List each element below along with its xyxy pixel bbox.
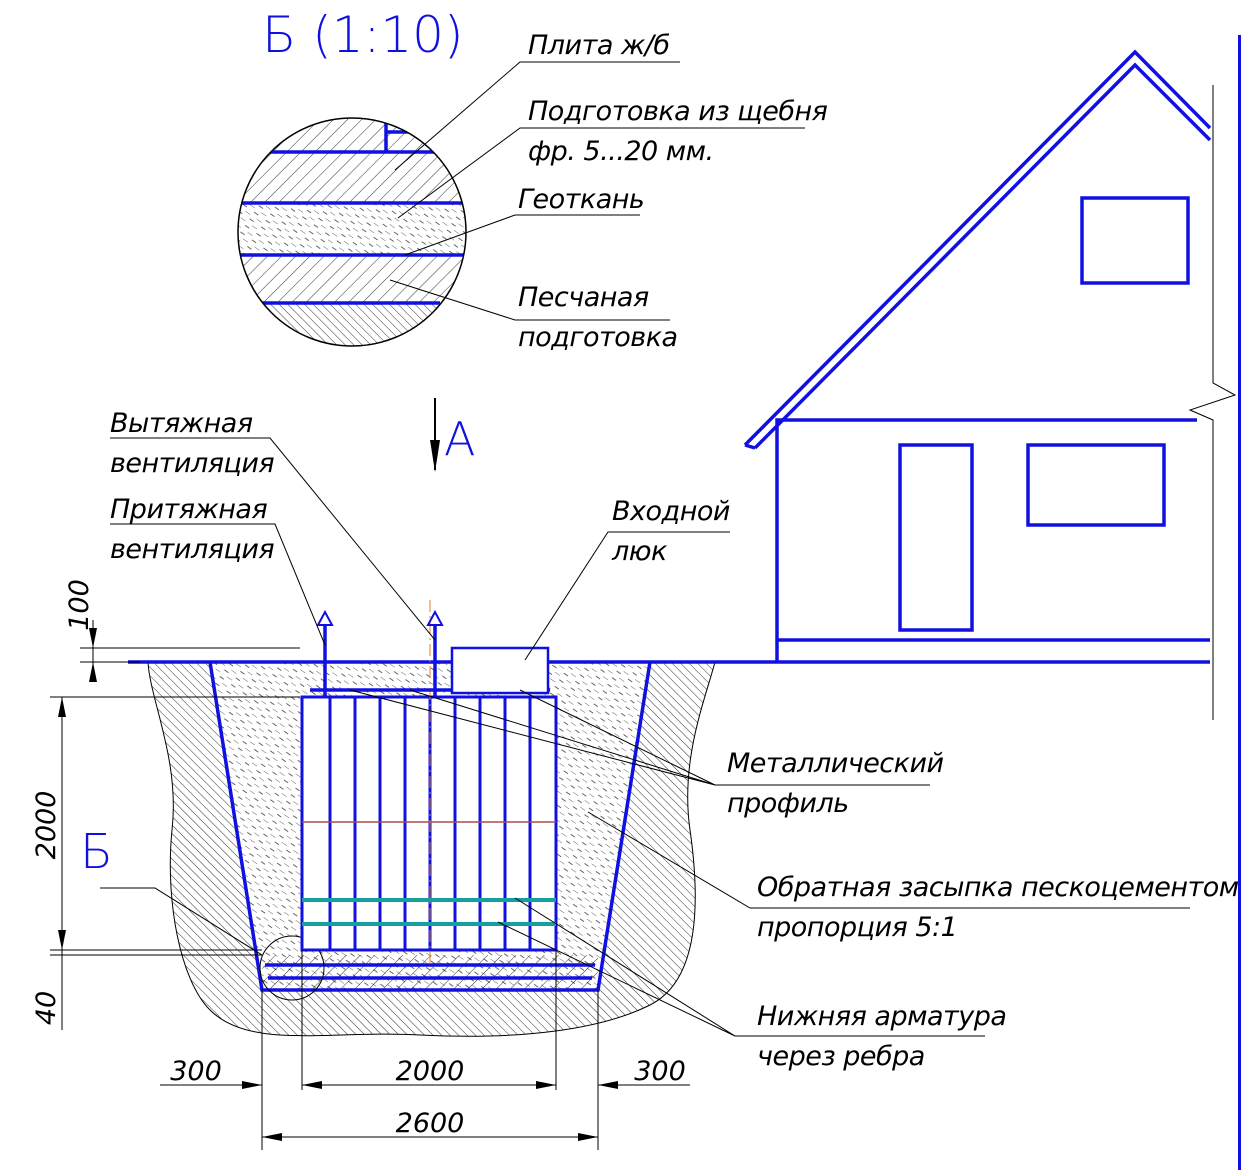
callout-profile-2: профиль [727,788,849,819]
callout-profile-1: Металлический [727,748,944,779]
detail-title: Б (1:10) [262,6,464,64]
break-line [1188,85,1237,720]
supply-vent-pipe [316,609,334,697]
callout-exhaust-vent-1: Вытяжная [110,408,253,439]
dim-total-width: 2600 [396,1108,465,1139]
view-marker: А [444,412,475,466]
exhaust-vent-pipe [426,609,444,697]
callout-backfill-1: Обратная засыпка пескоцементом [757,872,1239,903]
dim-base: 40 [31,991,62,1025]
dim-right-gap: 300 [634,1056,686,1087]
dim-width: 2000 [396,1056,465,1087]
callout-hatch-2: люк [611,536,668,567]
layer-label-slab: Плита ж/б [528,30,670,61]
entrance-hatch [450,646,550,695]
dimension-arrows [58,628,618,1141]
callout-rebar-2: через ребра [757,1041,925,1072]
layer-label-sand-2: подготовка [518,322,678,353]
view-arrow [430,398,440,472]
section-leaders [100,437,1190,1037]
dim-top-cover: 100 [64,579,95,631]
callout-supply-vent-1: Притяжная [110,494,267,525]
attic-window [1080,196,1190,285]
callout-supply-vent-2: вентиляция [110,534,274,565]
layer-label-gravel-fraction: фр. 5...20 мм. [528,136,714,167]
house-door [898,443,974,632]
layer-label-sand: Песчаная [518,282,649,313]
house [743,35,1241,1170]
layer-label-gravel: Подготовка из щебня [528,96,828,127]
detail-marker: Б [80,824,113,880]
dimension-lines [50,620,690,1150]
dim-depth: 2000 [31,791,62,860]
dim-left-gap: 300 [170,1056,222,1087]
callout-backfill-2: пропорция 5:1 [757,912,957,943]
callout-hatch-1: Входной [612,496,730,527]
house-window [1026,443,1166,527]
cellar-container [300,600,558,965]
layer-label-geotextile: Геоткань [518,184,644,215]
callout-rebar-1: Нижняя арматура [757,1001,1006,1032]
detail-circle [237,117,467,347]
callout-exhaust-vent-2: вентиляция [110,448,274,479]
detail-leaders [389,61,805,321]
pit-section [128,660,1210,1037]
